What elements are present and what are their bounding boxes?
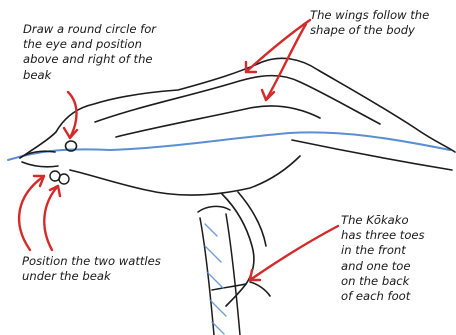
wattles-arrow-right bbox=[44, 186, 58, 250]
wattles bbox=[50, 171, 69, 184]
body-guideline bbox=[8, 132, 450, 160]
eye-arrowhead bbox=[64, 128, 77, 138]
eye-annotation: Draw a round circle for the eye and posi… bbox=[23, 22, 156, 83]
wattles-annotation: Position the two wattles under the beak bbox=[22, 254, 161, 284]
wings-arrow-upper bbox=[246, 20, 310, 72]
branch bbox=[198, 206, 240, 335]
wings-annotation: The wings follow the shape of the body bbox=[310, 8, 429, 38]
toes-annotation: The Kōkako has three toes in the front a… bbox=[341, 213, 425, 304]
